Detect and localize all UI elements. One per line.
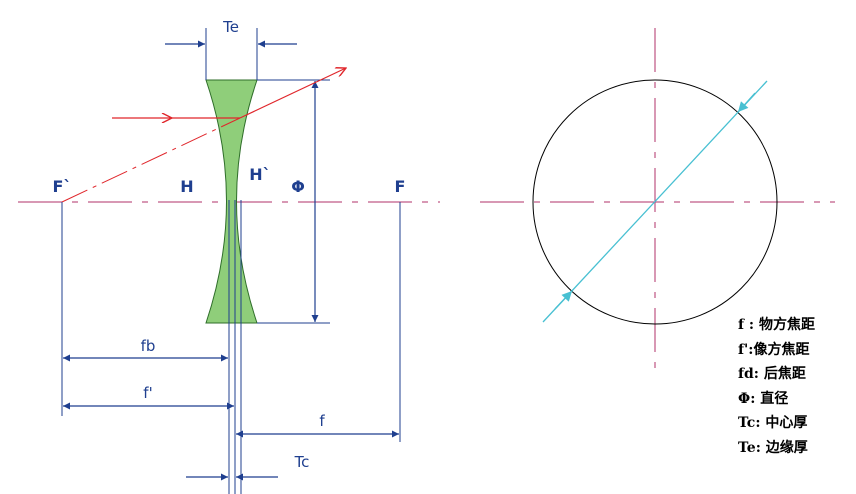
legend-item: Tc: 中心厚 [738,411,815,436]
f-label: f [319,412,325,430]
legend-item: Te: 边缘厚 [738,436,815,461]
diameter-arrow-upper [737,92,756,113]
refracted-ray [239,68,346,119]
legend-symbol: Φ: [738,390,756,407]
fb-label: fb [141,337,156,355]
legend-text: 直径 [760,390,789,407]
legend-text: 后焦距 [763,366,806,383]
tc-label: Tc [294,453,310,471]
legend-symbol: f : [738,317,755,333]
f-prime-point-label: F` [53,177,72,196]
legend-text: 边缘厚 [765,439,808,456]
legend-text: 中心厚 [765,415,808,432]
legend-item: f : 物方焦距 [738,313,815,338]
legend-symbol: fd: [738,366,759,383]
legend-item: Φ: 直径 [738,387,815,412]
legend-symbol: f': [738,341,754,358]
legend: f : 物方焦距 f': 像方焦距 fd: 后焦距 Φ: 直径 Tc: 中心厚 … [738,313,815,461]
legend-text: 像方焦距 [753,341,810,358]
legend-symbol: Te: [738,439,761,456]
h-prime-point-label: H` [249,165,270,184]
legend-item: fd: 后焦距 [738,362,815,387]
phi-label: Φ [291,177,305,196]
virtual-ray-extension [61,117,241,203]
h-point-label: H [180,177,193,196]
f-point-label: F [395,177,406,196]
legend-item: f': 像方焦距 [738,338,815,363]
diameter-arrow-lower [554,290,573,310]
te-label: Te [222,18,239,36]
f-prime-label: f' [143,384,152,402]
diameter-line [542,80,768,323]
legend-text: 物方焦距 [758,317,815,333]
lens-front-view-circle [532,79,778,325]
legend-symbol: Tc: [738,415,761,432]
